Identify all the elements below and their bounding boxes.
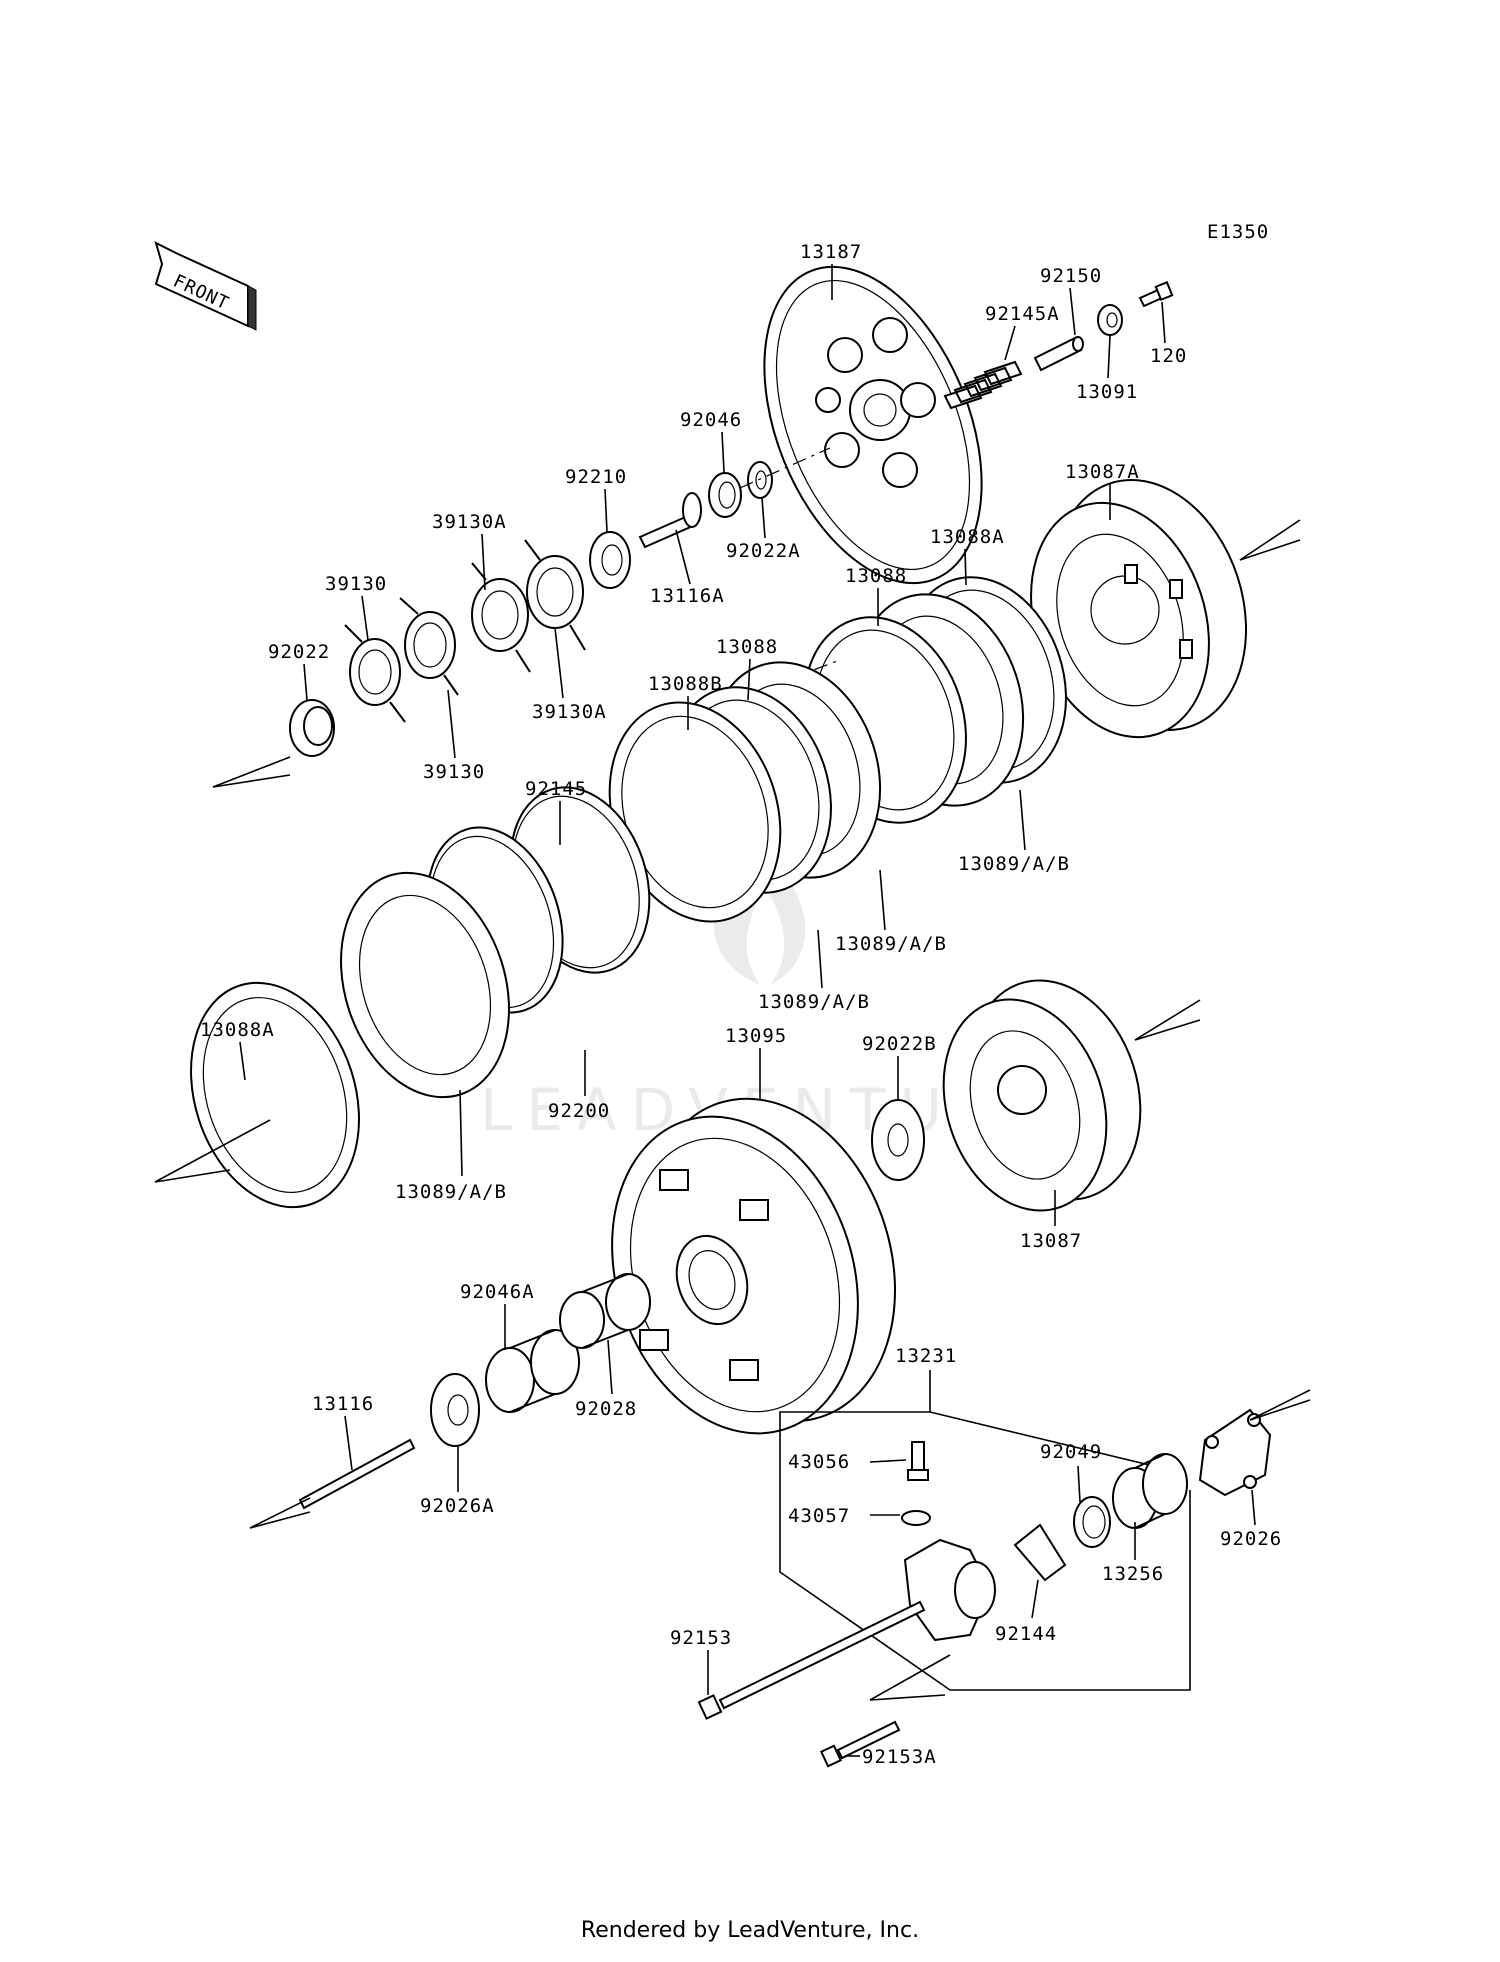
diagram-code: E1350: [1207, 221, 1269, 243]
label-92026A: 92026A: [420, 1495, 495, 1517]
label-43056: 43056: [788, 1451, 850, 1473]
label-13116: 13116: [312, 1393, 374, 1415]
label-13091: 13091: [1076, 381, 1138, 403]
label-92144: 92144: [995, 1623, 1057, 1645]
label-13088-a: 13088: [845, 565, 907, 587]
label-39130A-bottom: 39130A: [532, 701, 607, 723]
bolt-92153A: [819, 1720, 901, 1768]
label-92022B: 92022B: [862, 1033, 937, 1055]
label-92145A: 92145A: [985, 303, 1060, 325]
label-39130-bottom: 39130: [423, 761, 485, 783]
label-13095: 13095: [725, 1025, 787, 1047]
washer-13091: [1097, 304, 1123, 336]
bearing-92046: [708, 472, 742, 518]
lever-39130-1: [399, 597, 459, 696]
label-92153A: 92153A: [862, 1746, 937, 1768]
spring-92145A: [943, 360, 1023, 410]
front-arrow-icon: FRONT: [154, 241, 257, 331]
label-92022A: 92022A: [726, 540, 801, 562]
piston-13256: [1112, 1453, 1188, 1529]
boot-92144: [1013, 1523, 1067, 1582]
gasket-92026: [1198, 1408, 1272, 1497]
label-13088B: 13088B: [648, 673, 723, 695]
needle-bearing-92046A: [485, 1329, 580, 1413]
label-13088A-left: 13088A: [200, 1019, 275, 1041]
label-13087: 13087: [1020, 1230, 1082, 1252]
footer-credit: Rendered by LeadVenture, Inc.: [580, 1918, 920, 1943]
washer-92026A: [430, 1373, 480, 1447]
label-13187: 13187: [800, 241, 862, 263]
sleeve-92028: [559, 1273, 651, 1349]
label-92200: 92200: [548, 1100, 610, 1122]
label-92026: 92026: [1220, 1528, 1282, 1550]
label-13089-2: 13089/A/B: [835, 933, 947, 955]
label-92210: 92210: [565, 466, 627, 488]
label-13088-b: 13088: [716, 636, 778, 658]
seal-92049: [1073, 1496, 1111, 1548]
label-92145: 92145: [525, 778, 587, 800]
friction-plate-13088A-left: [190, 981, 360, 1209]
label-92049: 92049: [1040, 1441, 1102, 1463]
lever-39130A-2: [471, 562, 531, 673]
friction-plate-13088B: [608, 701, 782, 923]
label-13089-4: 13089/A/B: [395, 1181, 507, 1203]
collar-92022: [289, 699, 335, 757]
label-13089-3: 13089/A/B: [758, 991, 870, 1013]
clutch-hub-13087A: [1030, 478, 1248, 739]
bleeder-valve-43056: [907, 1441, 929, 1481]
washer-92022B: [871, 1099, 925, 1181]
slave-cylinder-body: [903, 1538, 996, 1642]
label-92022: 92022: [268, 641, 330, 663]
label-13088A-top: 13088A: [930, 526, 1005, 548]
cap-43057: [901, 1510, 931, 1526]
label-92028: 92028: [575, 1398, 637, 1420]
seal-92210: [589, 531, 631, 589]
label-13256: 13256: [1102, 1563, 1164, 1585]
rod-13116: [298, 1438, 416, 1510]
label-92150: 92150: [1040, 265, 1102, 287]
label-92046: 92046: [680, 409, 742, 431]
washer-92022A: [747, 461, 773, 499]
label-13089-1: 13089/A/B: [958, 853, 1070, 875]
label-92046A: 92046A: [460, 1281, 535, 1303]
spacer-92150: [1033, 336, 1084, 372]
label-39130-top: 39130: [325, 573, 387, 595]
clutch-housing-13095: [611, 1097, 896, 1435]
lever-39130-2: [344, 624, 406, 723]
label-92153: 92153: [670, 1627, 732, 1649]
label-43057: 43057: [788, 1505, 850, 1527]
label-13231: 13231: [895, 1345, 957, 1367]
label-120: 120: [1150, 345, 1187, 367]
label-39130A-top: 39130A: [432, 511, 507, 533]
bolt-92153: [697, 1600, 926, 1720]
push-rod-13116A: [638, 492, 702, 549]
bolt-120: [1138, 280, 1174, 308]
label-13087A: 13087A: [1065, 461, 1140, 483]
steel-plate-13089-left: [340, 871, 510, 1099]
clutch-boss-13087: [942, 979, 1142, 1212]
label-13116A: 13116A: [650, 585, 725, 607]
